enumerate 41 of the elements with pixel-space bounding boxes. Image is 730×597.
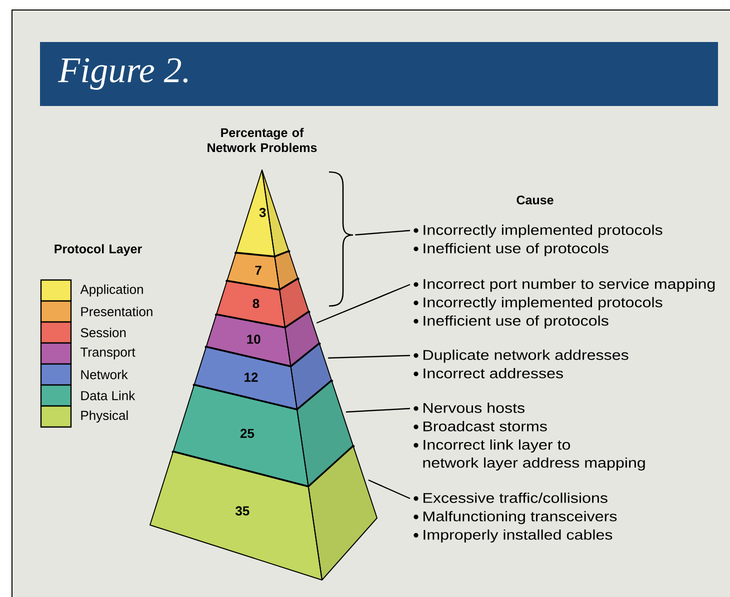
heading: Percentage of Network Problems [208, 128, 317, 152]
leader-line [346, 408, 410, 413]
leader-line [328, 354, 410, 359]
heading: Protocol Layer [54, 244, 142, 256]
node-label: Incorrect addresses [424, 368, 563, 378]
pyramid-layer: 12 [192, 343, 333, 412]
pyramid-layer: 35 [150, 446, 378, 580]
node-label: Incorrectly implemented protocols [424, 224, 662, 238]
node-label: Broadcast storms [424, 421, 547, 432]
node-label: Excessive traffic/collisions [424, 492, 608, 503]
pyramid-layer: 3 [234, 170, 290, 258]
heading: Cause [516, 196, 554, 204]
pyramid-layer: 10 [204, 312, 321, 368]
node-label: Improperly installed cables [424, 529, 612, 543]
node-label: Incorrect link layer to network layer address mapping [423, 439, 645, 471]
pyramid-layer: 7 [226, 250, 300, 292]
node-label: Nervous hosts [424, 402, 524, 413]
cause-list: Excessive traffic/collisions Malfunctioning transceivers Improperly installed cables [414, 492, 617, 542]
cause-list: Incorrect port number to service mapping Incorrectly implemented protocols Inefficient use of protocols [414, 278, 715, 328]
leader-line [368, 479, 410, 500]
legend-text: Transport [80, 348, 136, 360]
cause-list: Duplicate network addresses Incorrect addresses [414, 350, 628, 378]
brace [328, 171, 354, 307]
cause-list: Incorrectly implemented protocols Inefficient use of protocols [414, 224, 662, 256]
legend-text: Presentation [81, 306, 152, 316]
cause-list: Nervous hosts Broadcast storms Incorrect link layer to network layer address mapping [414, 402, 645, 470]
node-label: Inefficient use of protocols [424, 315, 608, 329]
node-label: Duplicate network addresses [424, 350, 628, 363]
legend-text: Application [80, 284, 143, 297]
node-label: Incorrectly implemented protocols [424, 297, 662, 310]
legend-text: Network [81, 370, 128, 380]
node-label: Incorrect port number to service mapping [424, 278, 715, 292]
legend-text: Session [80, 328, 126, 338]
leader-line [355, 230, 410, 236]
legend-text: Data Link [81, 390, 136, 400]
legend-text: Physical [81, 410, 128, 423]
node-label: Inefficient use of protocols [424, 243, 608, 256]
leader-line [316, 284, 410, 324]
pyramid-layer: 8 [215, 278, 310, 330]
node-label: Malfunctioning transceivers [424, 511, 617, 524]
title-banner: Figure 2. [40, 42, 718, 106]
